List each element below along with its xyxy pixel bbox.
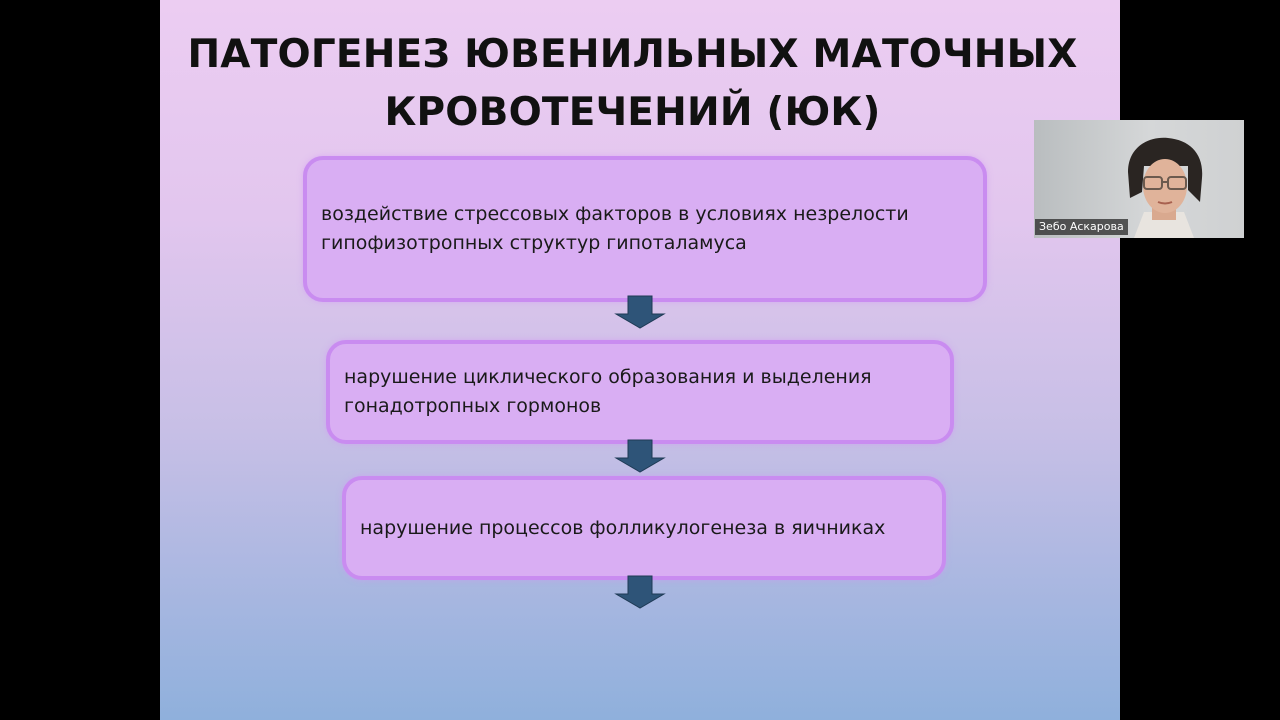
flow-step-1-line-1: воздействие стрессовых факторов в услови… xyxy=(321,203,909,225)
participant-video-tile[interactable] xyxy=(1034,120,1244,238)
flow-step-3: нарушение процессов фолликулогенеза в яи… xyxy=(342,476,946,580)
down-arrow-icon xyxy=(614,439,666,473)
participant-video-image xyxy=(1128,137,1203,238)
down-arrow-icon xyxy=(614,575,666,609)
flow-step-2-line-2: гонадотропных гормонов xyxy=(344,395,602,417)
down-arrow-icon xyxy=(614,295,666,329)
flow-step-1-line-2: гипофизотропных структур гипоталамуса xyxy=(321,232,747,254)
participant-name-label: Зебо Аскарова xyxy=(1035,219,1128,235)
slide-title-line-2: КРОВОТЕЧЕНИЙ (ЮК) xyxy=(384,90,881,135)
flow-step-3-line-1: нарушение процессов фолликулогенеза в яи… xyxy=(360,516,886,539)
slide-title: ПАТОГЕНЕЗ ЮВЕНИЛЬНЫХ МАТОЧНЫХ КРОВОТЕЧЕН… xyxy=(160,26,1105,142)
flow-step-2-line-1: нарушение циклического образования и выд… xyxy=(344,366,872,388)
flow-step-1: воздействие стрессовых факторов в услови… xyxy=(303,156,987,302)
slide-title-line-1: ПАТОГЕНЕЗ ЮВЕНИЛЬНЫХ МАТОЧНЫХ xyxy=(187,32,1078,77)
presentation-slide: ПАТОГЕНЕЗ ЮВЕНИЛЬНЫХ МАТОЧНЫХ КРОВОТЕЧЕН… xyxy=(160,0,1120,720)
flow-step-2: нарушение циклического образования и выд… xyxy=(326,340,954,444)
